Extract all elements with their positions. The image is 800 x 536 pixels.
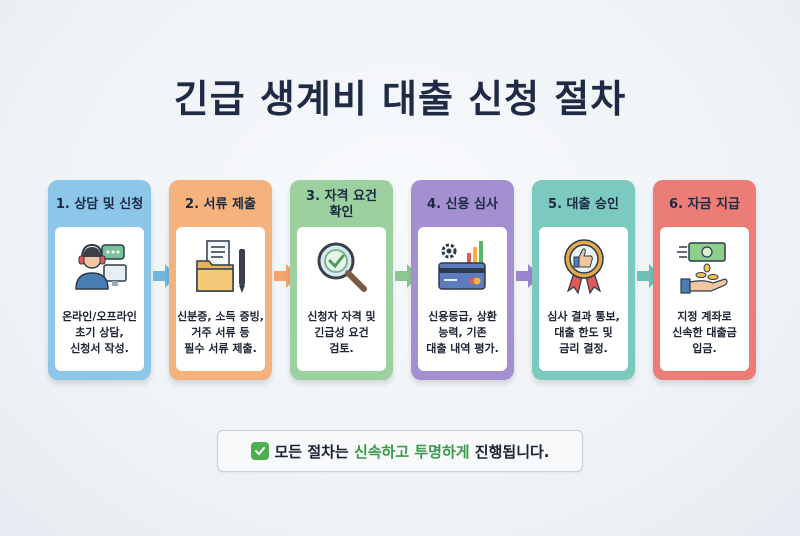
- magnifier-check-icon: [317, 242, 367, 292]
- step-card-6: 6. 자금 지급 지정 계좌로 신속한 대출금 입금.: [653, 180, 756, 380]
- note-prefix: 모든 절차는: [274, 442, 354, 461]
- step-description: 신청자 자격 및 긴급성 요건 검토.: [307, 310, 376, 355]
- step-card-5: 5. 대출 승인 심사 결과 통보, 대출 한도 및 금리 결정.: [532, 180, 635, 380]
- step-card-3: 3. 자격 요건 확인 신청자 자격 및 긴급성 요건 검토.: [290, 180, 393, 380]
- step-title: 3. 자격 요건 확인: [306, 189, 377, 220]
- step-title: 1. 상담 및 신청: [55, 197, 144, 213]
- page-title: 긴급 생계비 대출 신청 절차: [173, 77, 627, 121]
- step-title: 5. 대출 승인: [548, 197, 619, 213]
- step-description: 온라인/오프라인 초기 상담, 신청서 작성.: [62, 310, 137, 355]
- step-description: 심사 결과 통보, 대출 한도 및 금리 결정.: [547, 310, 620, 355]
- checkbox-icon: [250, 442, 269, 460]
- step-description: 지정 계좌로 신속한 대출금 입금.: [672, 310, 737, 355]
- document-folder-pen-icon: [195, 240, 245, 293]
- step-card-4: 4. 신용 심사 신용등급, 상환 능력, 기존 대출 내역 평가.: [411, 180, 514, 380]
- step-card-1: 1. 상담 및 신청 온라인/오프라인 초기 상담, 신청서 작성.: [48, 180, 151, 380]
- credit-card-chart-icon: [437, 241, 486, 290]
- summary-note: 모든 절차는 신속하고 투명하게 진행됩니다.: [217, 430, 583, 472]
- step-title: 4. 신용 심사: [427, 197, 498, 213]
- note-highlight: 신속하고 투명하게: [353, 442, 470, 461]
- step-description: 신분증, 소득 증빙, 거주 서류 등 필수 서류 제출.: [177, 310, 264, 355]
- step-description: 신용등급, 상환 능력, 기존 대출 내역 평가.: [426, 310, 499, 355]
- headset-agent-icon: [74, 243, 127, 290]
- money-hand-icon: [676, 242, 728, 294]
- step-title: 2. 서류 제출: [185, 197, 256, 213]
- process-steps: 1. 상담 및 신청 온라인/오프라인 초기 상담, 신청서 작성. 2. 서류…: [48, 180, 758, 380]
- step-title: 6. 자금 지급: [669, 197, 740, 213]
- note-suffix: 진행됩니다.: [469, 442, 550, 461]
- step-card-2: 2. 서류 제출 신분증, 소득 증빙, 거주 서류 등 필수 서류 제출.: [169, 180, 272, 380]
- thumbs-up-badge-icon: [563, 239, 604, 295]
